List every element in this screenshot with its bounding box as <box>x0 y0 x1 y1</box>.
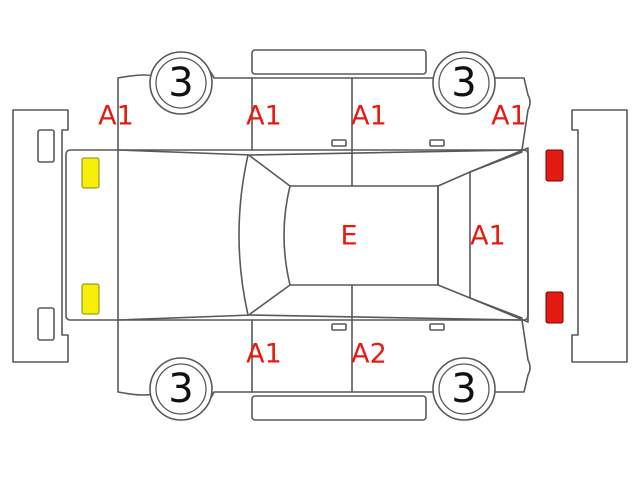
tyre-front-right-grade: 3 <box>168 366 193 412</box>
mark-rear-right-door: A2 <box>351 339 387 370</box>
tyre-rear-right-grade: 3 <box>451 366 476 412</box>
rear-bumper <box>571 109 628 363</box>
tyre-rear-left-grade: 3 <box>451 60 476 106</box>
mark-rear-left-quarter: A1 <box>491 101 527 132</box>
tyre-front-right: 3 <box>149 357 213 421</box>
tyre-rear-left: 3 <box>432 51 496 115</box>
mark-trunk-lid: A1 <box>470 221 506 252</box>
front-bumper-slot-bottom <box>37 307 55 341</box>
front-bumper-slot-top <box>37 129 55 163</box>
mark-front-right-door: A1 <box>246 339 282 370</box>
left-roof-rail <box>251 49 427 75</box>
left-rear-door-handle <box>429 139 445 147</box>
left-front-door-handle <box>331 139 347 147</box>
mark-front-left-fender: A1 <box>98 101 134 132</box>
mark-front-left-door: A1 <box>246 101 282 132</box>
left-taillight <box>545 149 564 182</box>
top-view-body <box>65 147 529 323</box>
right-headlight <box>81 283 100 315</box>
front-bumper <box>12 109 69 363</box>
left-headlight <box>81 157 100 189</box>
right-front-door-handle <box>331 323 347 331</box>
right-roof-rail <box>251 395 427 421</box>
mark-rear-left-door: A1 <box>351 101 387 132</box>
right-taillight <box>545 291 564 324</box>
tyre-rear-right: 3 <box>432 357 496 421</box>
tyre-front-left: 3 <box>149 51 213 115</box>
tyre-front-left-grade: 3 <box>168 60 193 106</box>
mark-roof: E <box>340 221 357 252</box>
right-rear-door-handle <box>429 323 445 331</box>
